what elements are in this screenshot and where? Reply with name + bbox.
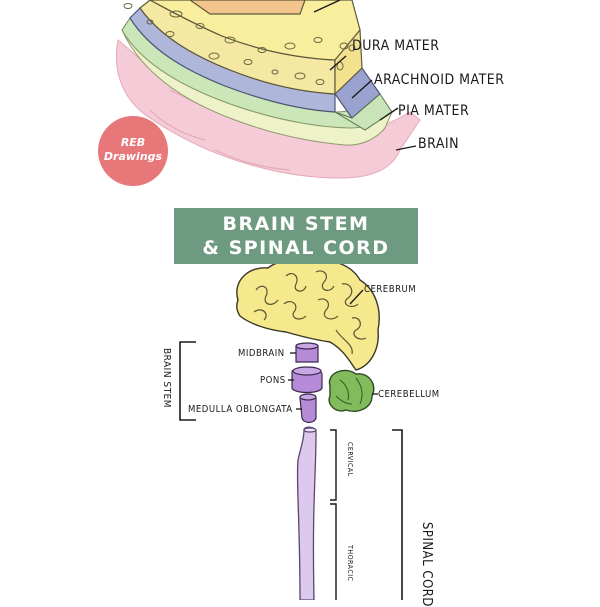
logo-line-2: Drawings — [103, 150, 163, 163]
section-title-line-1: BRAIN STEM — [222, 213, 370, 235]
cerebellum-shape — [328, 369, 375, 412]
pia-mater-label: PIA MATER — [398, 103, 470, 119]
dura-mater-label: DURA MATER — [352, 38, 440, 54]
reb-drawings-logo: REB Drawings — [98, 116, 168, 186]
cervical-label: CERVICAL — [346, 442, 354, 477]
brain-label: BRAIN — [418, 136, 460, 152]
midbrain-label: MIDBRAIN — [238, 348, 285, 359]
cerebellum-label: CEREBELLUM — [378, 389, 440, 400]
logo-line-1: REB — [120, 136, 146, 149]
cerebrum-label: CEREBRUM — [364, 284, 417, 295]
spinal-cord-label: SPINAL CORD — [419, 522, 434, 607]
medulla-oblongata-label: MEDULLA OBLONGATA — [188, 404, 293, 415]
section-title-line-2: & SPINAL CORD — [202, 237, 390, 259]
brain-inner — [121, 29, 394, 146]
thoracic-label: THORACIC — [346, 545, 354, 582]
arachnoid-mater-label: ARACHNOID MATER — [374, 72, 505, 88]
spinal-cord-shape — [296, 426, 317, 600]
pons-label: PONS — [260, 375, 286, 386]
brain-stem-group-label: BRAIN STEM — [161, 348, 172, 409]
section-title-banner: BRAIN STEM & SPINAL CORD — [174, 208, 418, 264]
